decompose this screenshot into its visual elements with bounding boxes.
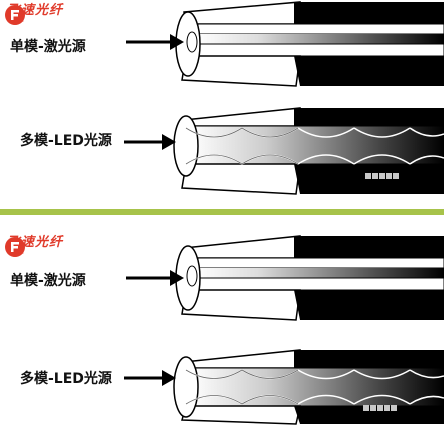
fs-logo-icon — [5, 5, 25, 25]
watermark — [362, 404, 397, 413]
bottom-panel: 飞速光纤 fs.com 单模-激光源 多模-LED光源 — [0, 220, 444, 425]
brand-logo: 飞速光纤 fs.com — [4, 4, 63, 25]
multi-mode-label: 多模-LED光源 — [20, 133, 112, 149]
multi-mode-fiber-icon — [173, 349, 444, 425]
fs-logo-icon — [5, 237, 25, 257]
single-mode-label: 单模-激光源 — [10, 39, 86, 55]
single-mode-fiber-icon — [175, 1, 444, 87]
fiber-diagram-bottom — [124, 235, 444, 425]
brand-logo: 飞速光纤 fs.com — [4, 236, 63, 257]
divider — [0, 205, 444, 220]
arrow-right-icon — [124, 370, 176, 386]
watermark — [364, 172, 399, 181]
single-mode-label: 单模-激光源 — [10, 273, 86, 289]
multi-mode-fiber-icon — [173, 107, 444, 195]
divider-bar — [0, 209, 444, 215]
arrow-right-icon — [126, 34, 184, 50]
arrow-right-icon — [124, 134, 176, 150]
top-panel: 飞速光纤 fs.com 单模-激光源 多模-LED光源 — [0, 0, 444, 205]
multi-mode-label: 多模-LED光源 — [20, 371, 112, 387]
arrow-right-icon — [126, 270, 184, 286]
fiber-diagram-top — [124, 1, 444, 195]
single-mode-fiber-icon — [175, 235, 444, 321]
